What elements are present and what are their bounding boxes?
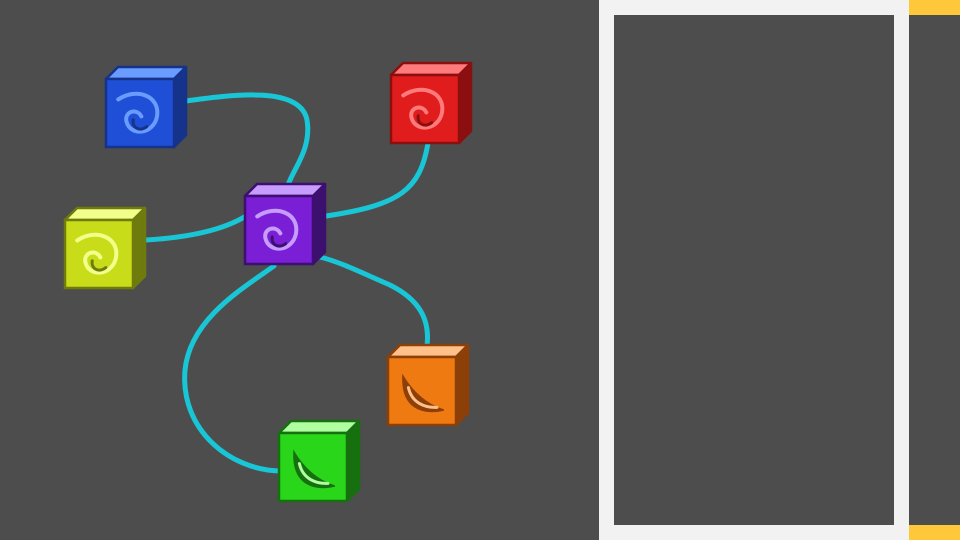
link-blue-purple: [183, 92, 311, 191]
links-layer: [143, 92, 431, 474]
gem-top-face: [63, 206, 147, 222]
link-yellow-purple: [143, 213, 249, 243]
swirl-gem-icon: [401, 87, 445, 130]
gem-side-face: [172, 65, 188, 149]
gem-front-face: [386, 355, 458, 427]
leaf-gem-icon: [402, 373, 444, 413]
gem-top-face: [389, 61, 473, 77]
gem-side-face: [457, 61, 473, 145]
gem-side-face: [345, 419, 361, 503]
swirl-gem-icon: [116, 91, 160, 134]
accent-bar-bottom: [909, 525, 960, 540]
gem-top-face: [104, 65, 188, 81]
swirl-gem-icon: [75, 232, 119, 275]
gem-top-face: [277, 419, 361, 435]
gem-yellow[interactable]: [63, 206, 147, 290]
board-canvas: [63, 61, 473, 503]
link-red-purple: [323, 140, 431, 219]
accent-bar-top: [909, 0, 960, 15]
game-board: [63, 61, 473, 503]
side-panel-content: [614, 15, 894, 525]
gem-top-face: [386, 343, 470, 359]
gem-side-face: [454, 343, 470, 427]
side-panel: [599, 0, 909, 540]
link-green-purple: [182, 263, 283, 474]
swirl-gem-icon: [255, 208, 299, 251]
gem-front-face: [63, 218, 135, 290]
gem-front-face: [277, 431, 349, 503]
gem-side-face: [311, 182, 327, 266]
gem-green[interactable]: [277, 419, 361, 503]
gem-blue[interactable]: [104, 65, 188, 149]
gem-top-face: [243, 182, 327, 198]
leaf-gem-icon: [293, 449, 335, 489]
link-orange-purple: [317, 254, 431, 349]
gem-side-face: [131, 206, 147, 290]
gem-red[interactable]: [389, 61, 473, 145]
gem-orange[interactable]: [386, 343, 470, 427]
gem-purple[interactable]: [243, 182, 327, 266]
